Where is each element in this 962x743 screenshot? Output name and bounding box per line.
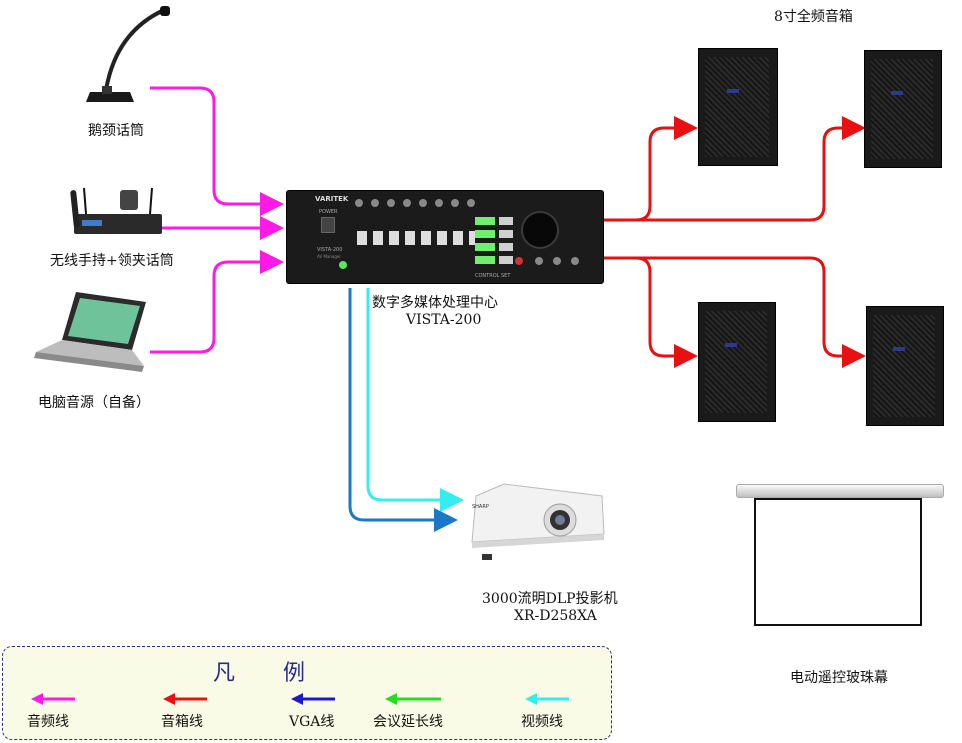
projector-model-label: XR-D258XA — [514, 608, 597, 624]
channel-fader[interactable] — [389, 231, 399, 245]
master-volume-knob[interactable] — [521, 211, 559, 249]
legend-arrow-vga — [291, 693, 335, 705]
legend-label-speaker: 音箱线 — [161, 714, 203, 730]
speaker-bottom-right — [866, 306, 944, 426]
channel-knob[interactable] — [355, 199, 363, 207]
channel-fader[interactable] — [405, 231, 415, 245]
audio-line-gooseneck — [150, 86, 284, 216]
speaker-grille — [871, 59, 933, 159]
projector-label: 3000流明DLP投影机 — [482, 591, 618, 607]
tone-knob[interactable] — [553, 257, 561, 265]
speaker-line-bottom — [600, 256, 698, 368]
legend-label-conference: 会议延长线 — [373, 714, 443, 730]
speaker-top-left — [698, 48, 778, 166]
control-set-label: CONTROL SET — [475, 273, 511, 279]
channel-fader[interactable] — [453, 231, 463, 245]
legend-arrow-video — [525, 693, 569, 705]
vga-line-projector — [348, 288, 458, 532]
tone-knob[interactable] — [515, 257, 523, 265]
legend-item-speaker: 音箱线 — [161, 685, 251, 731]
legend-label-audio: 音频线 — [27, 714, 69, 730]
speaker-top-right — [864, 50, 942, 168]
screen-housing — [736, 484, 944, 498]
processor-label: 数字多媒体处理中心 — [372, 295, 498, 311]
legend-arrow-conference — [385, 693, 441, 705]
channel-knob[interactable] — [403, 199, 411, 207]
legend-label-vga: VGA线 — [289, 714, 335, 730]
wireless-mic-image — [68, 180, 168, 246]
channel-fader[interactable] — [421, 231, 431, 245]
processor-model-small: VISTA-200 — [317, 247, 343, 253]
power-switch[interactable] — [321, 217, 335, 233]
channel-knob[interactable] — [451, 199, 459, 207]
channel-knob[interactable] — [419, 199, 427, 207]
channel-knob[interactable] — [467, 199, 475, 207]
speaker-logo — [727, 89, 739, 93]
power-indicator — [339, 261, 347, 269]
legend-item-conference: 会议延长线 — [373, 685, 483, 731]
speaker-logo — [893, 347, 905, 351]
gooseneck-mic-label: 鹅颈话筒 — [88, 123, 144, 139]
speaker-grille — [705, 57, 769, 157]
speaker-line-bottom-right — [636, 256, 866, 368]
speaker-grille — [873, 315, 935, 417]
legend-item-audio: 音频线 — [27, 685, 117, 731]
processor-device: VARITEK POWER VISTA-200 AV Manager CONTR… — [286, 190, 604, 284]
preset-buttons[interactable] — [475, 217, 495, 269]
wireless-mic-label: 无线手持+领夹话筒 — [50, 253, 174, 269]
speakers-title: 8寸全频音箱 — [774, 9, 853, 25]
processor-model-label: VISTA-200 — [406, 312, 482, 328]
speaker-line-top — [600, 116, 698, 222]
projector-image: SHARP — [464, 474, 608, 564]
audio-line-laptop — [150, 250, 284, 354]
laptop-label: 电脑音源（自备） — [38, 395, 150, 411]
speaker-logo — [725, 343, 737, 347]
legend-item-vga: VGA线 — [289, 685, 379, 731]
legend-title: 凡例 — [213, 661, 354, 686]
channel-knob[interactable] — [387, 199, 395, 207]
control-buttons[interactable] — [499, 217, 513, 269]
speaker-logo — [891, 91, 903, 95]
channel-fader[interactable] — [373, 231, 383, 245]
channel-fader[interactable] — [437, 231, 447, 245]
speaker-bottom-left — [698, 302, 776, 422]
screen-surface — [754, 498, 922, 626]
legend-item-video: 视频线 — [521, 685, 611, 731]
channel-knob[interactable] — [371, 199, 379, 207]
channel-fader[interactable] — [357, 231, 367, 245]
speaker-grille — [705, 311, 767, 413]
legend-label-video: 视频线 — [521, 714, 563, 730]
screen-label: 电动遥控玻珠幕 — [790, 670, 888, 686]
tone-knob[interactable] — [535, 257, 543, 265]
gooseneck-mic-image — [76, 2, 176, 110]
projection-screen — [736, 484, 944, 632]
legend-box: 凡例 音频线 音箱线 VGA线 会议延长线 视频线 — [2, 646, 612, 740]
legend-arrow-audio — [31, 693, 75, 705]
tone-knob[interactable] — [571, 257, 579, 265]
legend-arrow-speaker — [163, 693, 207, 705]
video-line-projector — [366, 288, 464, 512]
speaker-line-top-right — [636, 116, 866, 222]
projector-brand: SHARP — [472, 504, 489, 510]
processor-power: POWER — [319, 209, 338, 215]
laptop-image — [32, 288, 152, 380]
channel-fader[interactable] — [469, 231, 479, 245]
processor-brand: VARITEK — [315, 195, 349, 203]
channel-knob[interactable] — [435, 199, 443, 207]
processor-sub-small: AV Manager — [317, 254, 342, 259]
